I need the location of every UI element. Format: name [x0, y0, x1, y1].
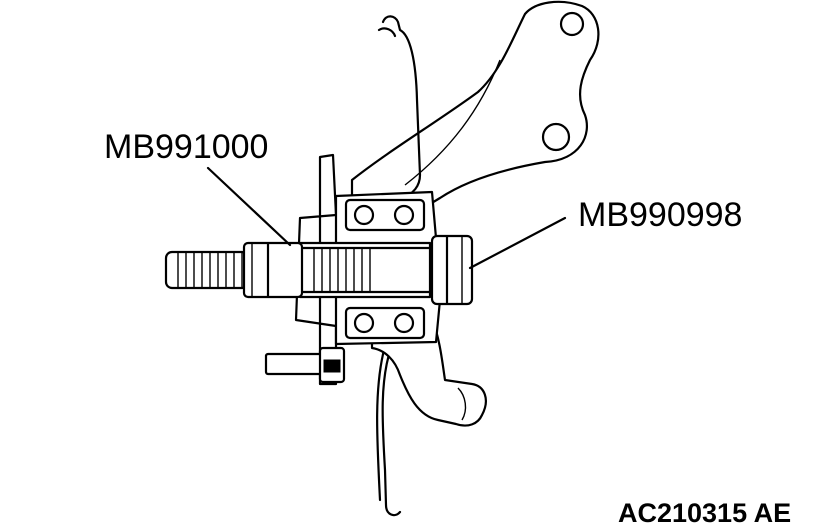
callout-label-mb991000: MB991000 [104, 128, 268, 166]
leader-line-mb990998 [468, 216, 567, 270]
callout-label-mb990998: MB990998 [578, 196, 742, 234]
hub-bolt [264, 346, 346, 384]
bearing-ball [393, 312, 415, 334]
knuckle-lower-arm [370, 316, 487, 427]
middle-mount-hole [541, 122, 571, 152]
bearing-balls [353, 204, 415, 334]
upper-mount-hole [559, 11, 585, 37]
bearing-ball [353, 204, 375, 226]
sensor-harness [376, 15, 422, 517]
tool-mb990998-body [430, 234, 474, 306]
tool-mb991000-body [242, 241, 304, 299]
bearing-ball [353, 312, 375, 334]
figure-id-label: AC210315 AE [618, 498, 791, 526]
knuckle-upper-arm [350, 0, 600, 212]
bearing-ball [393, 204, 415, 226]
leader-line-mb991000 [206, 166, 292, 247]
leader-lines [206, 166, 567, 270]
